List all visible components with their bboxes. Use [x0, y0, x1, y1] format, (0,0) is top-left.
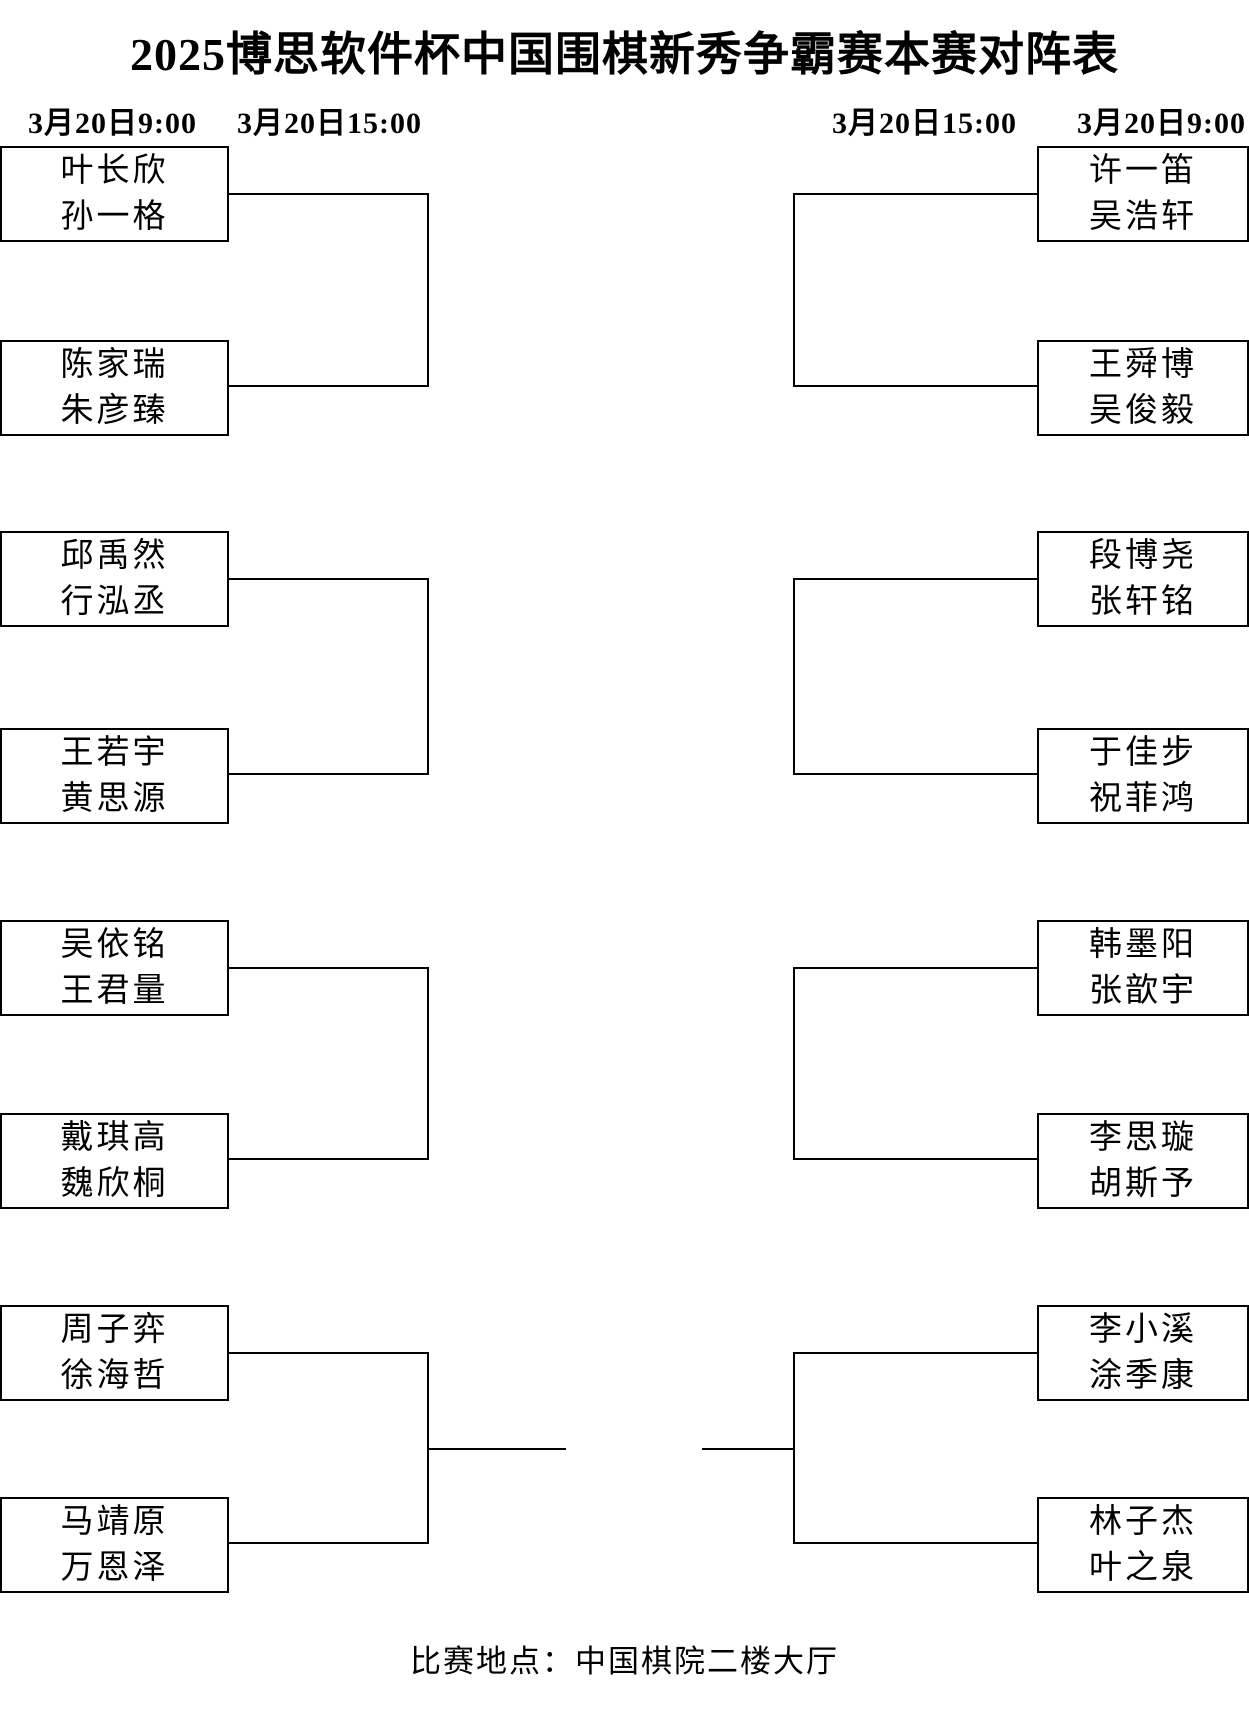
player-name: 吴俊毅 [1089, 392, 1197, 429]
bracket-connector [793, 1352, 1037, 1544]
player-name: 行泓丞 [60, 583, 169, 620]
match-box: 林子杰 叶之泉 [1037, 1497, 1249, 1593]
bracket-connector [793, 967, 1037, 1160]
player-name: 于佳步 [1089, 734, 1197, 771]
match-box: 邱禹然 行泓丞 [0, 531, 229, 627]
player-name: 祝菲鸿 [1089, 780, 1197, 817]
schedule-label-left-outer: 3月20日9:00 [28, 107, 197, 140]
player-name: 万恩泽 [60, 1549, 169, 1586]
player-name: 李小溪 [1089, 1311, 1197, 1348]
player-name: 涂季康 [1089, 1357, 1197, 1394]
player-name: 周子弈 [60, 1311, 169, 1348]
player-name: 戴琪高 [60, 1119, 169, 1156]
player-name: 叶长欣 [60, 152, 169, 189]
player-name: 韩墨阳 [1089, 926, 1197, 963]
match-box: 于佳步 祝菲鸿 [1037, 728, 1249, 824]
bracket-connector [793, 193, 1037, 387]
page-title: 2025博思软件杯中国围棋新秀争霸赛本赛对阵表 [130, 29, 1119, 80]
player-name: 王君量 [60, 972, 169, 1009]
player-name: 黄思源 [60, 780, 169, 817]
player-name: 张轩铭 [1089, 583, 1197, 620]
player-name: 马靖原 [60, 1503, 169, 1540]
match-box: 韩墨阳 张歆宇 [1037, 920, 1249, 1016]
player-name: 张歆宇 [1089, 972, 1197, 1009]
schedule-label-right-outer: 3月20日9:00 [1077, 107, 1246, 140]
schedule-label-left-inner: 3月20日15:00 [237, 107, 422, 140]
bracket-connector [229, 1352, 429, 1544]
player-name: 王若宇 [60, 734, 169, 771]
match-box: 李思璇 胡斯予 [1037, 1113, 1249, 1209]
bracket-connector [229, 967, 429, 1160]
final-line-left [429, 1448, 566, 1450]
player-name: 邱禹然 [60, 537, 169, 574]
bracket-connector [229, 193, 429, 387]
schedule-label-right-inner: 3月20日15:00 [832, 107, 1017, 140]
match-box: 马靖原 万恩泽 [0, 1497, 229, 1593]
player-name: 李思璇 [1089, 1119, 1197, 1156]
match-box: 陈家瑞 朱彦臻 [0, 340, 229, 436]
match-box: 戴琪高 魏欣桐 [0, 1113, 229, 1209]
player-name: 孙一格 [60, 198, 169, 235]
match-box: 许一笛 吴浩轩 [1037, 146, 1249, 242]
bracket-connector [229, 578, 429, 775]
match-box: 吴依铭 王君量 [0, 920, 229, 1016]
player-name: 吴浩轩 [1089, 198, 1197, 235]
player-name: 林子杰 [1089, 1503, 1197, 1540]
match-box: 王若宇 黄思源 [0, 728, 229, 824]
player-name: 胡斯予 [1089, 1165, 1197, 1202]
player-name: 吴依铭 [60, 926, 169, 963]
venue-note: 比赛地点：中国棋院二楼大厅 [410, 1644, 839, 1679]
player-name: 魏欣桐 [60, 1165, 169, 1202]
player-name: 叶之泉 [1089, 1549, 1197, 1586]
match-box: 叶长欣 孙一格 [0, 146, 229, 242]
match-box: 段博尧 张轩铭 [1037, 531, 1249, 627]
final-line-right [702, 1448, 793, 1450]
match-box: 王舜博 吴俊毅 [1037, 340, 1249, 436]
player-name: 王舜博 [1089, 346, 1197, 383]
player-name: 徐海哲 [60, 1357, 169, 1394]
match-box: 李小溪 涂季康 [1037, 1305, 1249, 1401]
player-name: 朱彦臻 [60, 392, 169, 429]
player-name: 许一笛 [1089, 152, 1197, 189]
player-name: 段博尧 [1089, 537, 1197, 574]
bracket-connector [793, 578, 1037, 775]
match-box: 周子弈 徐海哲 [0, 1305, 229, 1401]
player-name: 陈家瑞 [60, 346, 169, 383]
